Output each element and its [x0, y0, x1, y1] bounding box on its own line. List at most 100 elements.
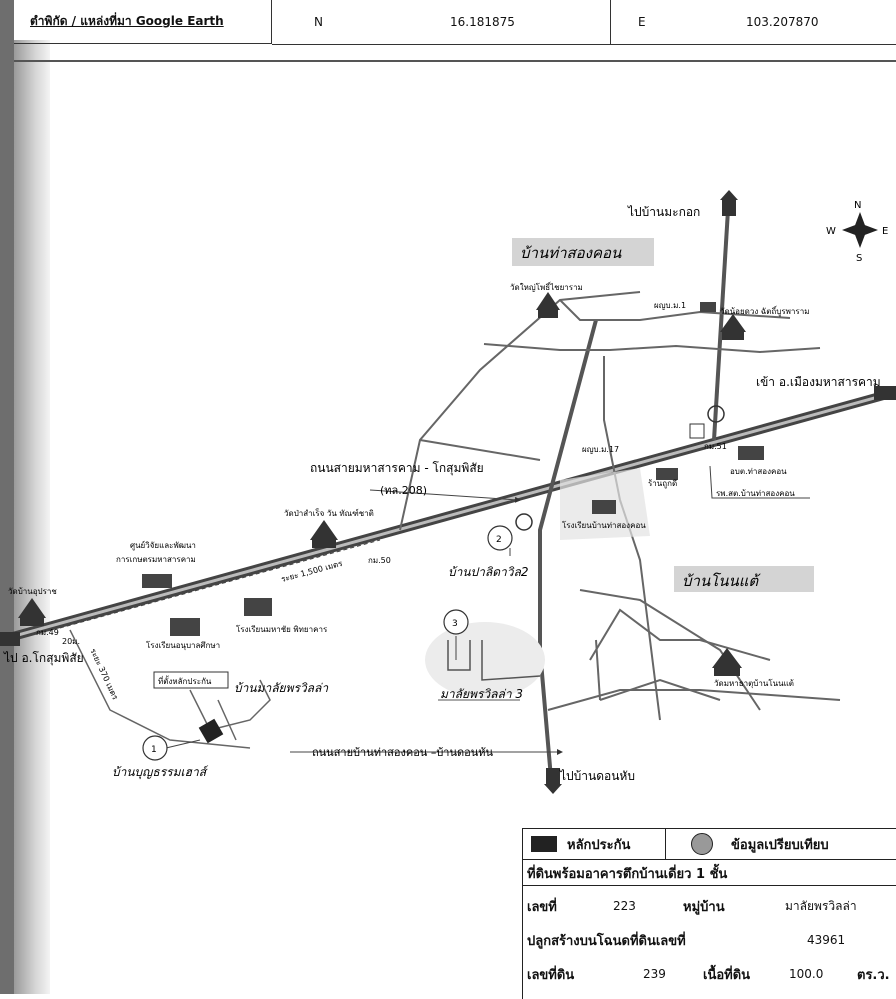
label-main-road: ถนนสายมหาสารคาม - โกสุมพิสัย [310, 461, 484, 476]
highway-arrow-west [0, 632, 20, 646]
roads-comparison-3 [447, 640, 541, 681]
legend-key-divider [665, 829, 666, 859]
e-cell: E 103.207870 [610, 0, 896, 45]
dashed-frontage-line [59, 539, 381, 629]
label-wat-noi: วัดน้อยดวง ฉัตถิ์บูรพาราม [720, 305, 809, 317]
label-km49: กม.49 [36, 628, 59, 637]
e-label: E [638, 15, 646, 29]
compass-n: N [854, 200, 861, 211]
label-wat-ban-upra: วัดบ้านอุปราช [8, 587, 57, 596]
label-school-a: โรงเรียนอนุบาลศึกษา [146, 640, 220, 650]
label-main-road-code: (ทล.208) [380, 484, 427, 497]
label-collateral-callout: ที่ตั้งหลักประกัน [158, 675, 212, 686]
collateral-callout-box [153, 671, 229, 689]
comparison-3-marker [443, 609, 469, 635]
comparison-circles [142, 525, 513, 761]
label-ban-parida-villa: บ้านปาลิดาวิล2 [448, 565, 529, 579]
coordinate-header: ตำพิกัด / แหล่งที่มา Google Earth N 16.1… [14, 0, 896, 52]
label-ban-malai-villa: บ้านมาลัยพรวิลล่า [234, 681, 329, 695]
legend-lot-no-label: เลขที่ [527, 899, 557, 915]
label-shop: ร้านถูกดี [648, 479, 677, 489]
legend-lot-no: 223 [613, 899, 636, 913]
compass-s: S [856, 253, 862, 264]
legend-area-value: 100.0 [789, 967, 824, 981]
legend-title: ที่ดินพร้อมอาคารตึกบ้านเดี่ยว 1 ชั้น [527, 866, 728, 882]
label-school-m1: ผญบ.ม.1 [654, 301, 686, 310]
pointer-comp1 [165, 739, 201, 749]
label-wat-pa: วัดป่าสำเร็จ วัน ทัณฑ์ชาติ [284, 508, 374, 518]
label-tha-song-khon-school: โรงเรียนบ้านท่าสองคอน [562, 520, 646, 530]
label-to-maha-sarakham: เข้า อ.เมืองมหาสารคาม [756, 375, 881, 389]
source-label: ตำพิกัด / แหล่งที่มา Google Earth [30, 14, 224, 28]
legend-deed-label: ปลูกสร้างบนโฉนดที่ดินเลขที่ [527, 933, 686, 949]
legend-deed-row: ปลูกสร้างบนโฉนดที่ดินเลขที่ 43961 [523, 927, 896, 953]
compass-rose [842, 212, 878, 248]
legend-area-unit: ตร.ว. [857, 967, 890, 983]
label-comp3: 3 [452, 619, 458, 629]
e-value: 103.207870 [746, 15, 819, 29]
legend-comparison: ข้อมูลเปรียบเทียบ [731, 837, 829, 853]
scan-binding-edge [0, 0, 14, 994]
label-to-kosum: ไป อ.โกสุมพิสัย [3, 651, 84, 666]
collateral-swatch [531, 836, 557, 852]
legend-divider-2 [523, 885, 896, 886]
arrow-don-hub-stem [546, 768, 560, 784]
temple-icon [18, 292, 746, 676]
legend-village-label: หมู่บ้าน [683, 899, 725, 915]
label-research-center-2: การเกษตรมหาสารคาม [116, 555, 196, 564]
label-side-road: ถนนสายบ้านท่าสองคอน –บ้านดอนหัน [312, 746, 494, 759]
legend-panel: หลักประกัน ข้อมูลเปรียบเทียบ ที่ดินพร้อม… [522, 828, 896, 999]
pointer-main-road [369, 489, 521, 503]
arrow-don-hub [544, 784, 562, 794]
arrow-makok [720, 190, 738, 200]
header-divider [14, 60, 896, 62]
scan-page-shadow [14, 40, 50, 994]
comparison-2-marker [487, 525, 513, 551]
arrow-makok-stem [722, 200, 736, 216]
legend-deed-no: 43961 [807, 933, 846, 947]
n-value: 16.181875 [450, 15, 515, 29]
seven-eleven-icon [689, 423, 705, 439]
area-label-tha-song-khon: บ้านท่าสองคอน [520, 244, 622, 262]
label-hospital: รพ.สต.บ้านท่าสองคอน [716, 489, 795, 498]
roads-southwest [69, 629, 271, 749]
road-to-makok [712, 209, 730, 441]
pointer-hospital [709, 465, 810, 499]
road-to-don-hub [538, 319, 598, 791]
legend-title-row: ที่ดินพร้อมอาคารตึกบ้านเดี่ยว 1 ชั้น [523, 861, 896, 885]
compass-w: W [826, 226, 836, 237]
label-comp1: 1 [151, 745, 157, 755]
area-box-non-tae [674, 566, 814, 592]
comparison-swatch [691, 833, 713, 855]
legend-collateral: หลักประกัน [567, 837, 631, 853]
building-icon [142, 302, 764, 636]
label-comp2: 2 [496, 535, 502, 545]
n-cell: N 16.181875 [272, 0, 611, 45]
legend-land-no: 239 [643, 967, 666, 981]
label-ban-boontham: บ้านบุญธรรมเฮาส์ [112, 765, 209, 780]
comparison-1-marker [142, 735, 168, 761]
label-school-m17: ผญบ.ม.17 [582, 445, 619, 454]
legend-land-row: เลขที่ดิน 239 เนื้อที่ดิน 100.0 ตร.ว. [523, 961, 896, 987]
legend-key-row: หลักประกัน ข้อมูลเปรียบเทียบ [523, 829, 896, 859]
comparison-area-3 [425, 622, 545, 698]
area-box-tha-song-khon [512, 238, 654, 266]
legend-village: มาลัยพรวิลล่า [785, 898, 857, 913]
label-km50: กม.50 [368, 556, 391, 565]
legend-lot-row: เลขที่ 223 หมู่บ้าน มาลัยพรวิลล่า [523, 893, 896, 919]
main-highway [0, 387, 896, 645]
source-cell: ตำพิกัด / แหล่งที่มา Google Earth [14, 0, 272, 44]
label-width-20: 20ม. [62, 637, 80, 646]
legend-area-label: เนื้อที่ดิน [703, 967, 751, 983]
village-roads-north [399, 291, 821, 531]
label-obt: อบต.ท่าสองคอน [730, 467, 787, 476]
label-wat-yai: วัดใหญ่โพธิ์ไชยาราม [510, 281, 583, 292]
label-to-makok: ไปบ้านมะกอก [627, 205, 700, 219]
label-wat-non-tae: วัดมหาธาตุบ้านโนนแต้ [714, 678, 794, 688]
label-research-center-1: ศูนย์วิจัยและพัฒนา [130, 540, 196, 551]
area-label-non-tae: บ้านโนนแต้ [682, 572, 761, 590]
legend-land-no-label: เลขที่ดิน [527, 967, 575, 983]
legend-divider-1 [523, 859, 896, 860]
gas-station-icon [515, 405, 725, 531]
